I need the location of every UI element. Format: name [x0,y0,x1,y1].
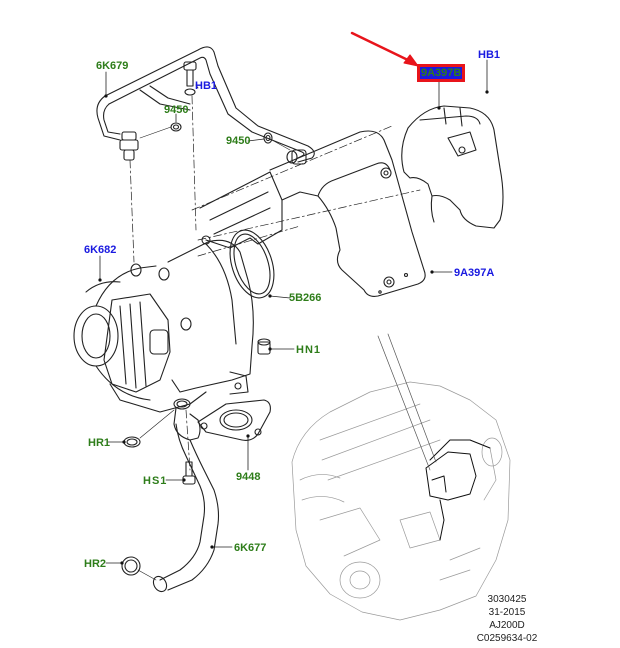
label-9a397b-highlighted[interactable]: 9A397B [416,64,466,82]
label-hs1[interactable]: HS1 [143,475,168,487]
turbocharger-6k682 [73,235,254,413]
label-9450-washer-b[interactable]: 9450 [226,135,251,147]
label-6k682[interactable]: 6K682 [84,244,117,256]
label-6k679[interactable]: 6K679 [96,60,129,72]
heat-shield-9a397b [401,105,504,229]
leader-dots [98,90,489,565]
leader-lines [99,59,488,564]
oil-feed-pipe [96,46,315,165]
label-5b266[interactable]: 5B266 [289,292,322,304]
drawing-reference-stamp: 3030425 31-2015 AJ200D C0259634-02 [470,593,544,645]
label-9448[interactable]: 9448 [236,471,261,483]
label-hb1-bolt[interactable]: HB1 [195,80,218,92]
nut-hn1 [257,338,271,355]
gasket-9448 [197,399,271,441]
label-9a397a[interactable]: 9A397A [454,267,495,279]
label-hb1-shield-bolt[interactable]: HB1 [478,49,501,61]
stamp-line-1: 3030425 [487,594,527,605]
engine-overview [291,381,511,621]
oil-return-pipe [121,398,220,593]
stamp-line-3: AJ200D [489,620,525,631]
highlight-arrow [350,31,419,67]
engine-turbo-location [425,439,491,541]
label-9450-washer-a[interactable]: 9450 [164,104,189,116]
label-hr1[interactable]: HR1 [88,437,111,449]
heat-shield-9a397a [199,130,426,297]
label-6k677[interactable]: 6K677 [234,542,267,554]
stamp-line-4: C0259634-02 [476,633,538,644]
stamp-line-2: 31-2015 [488,607,526,618]
label-hn1[interactable]: HN1 [296,344,322,356]
label-hr2[interactable]: HR2 [84,558,107,570]
alignment-lines [129,95,421,471]
gasket-5b266 [229,229,275,299]
